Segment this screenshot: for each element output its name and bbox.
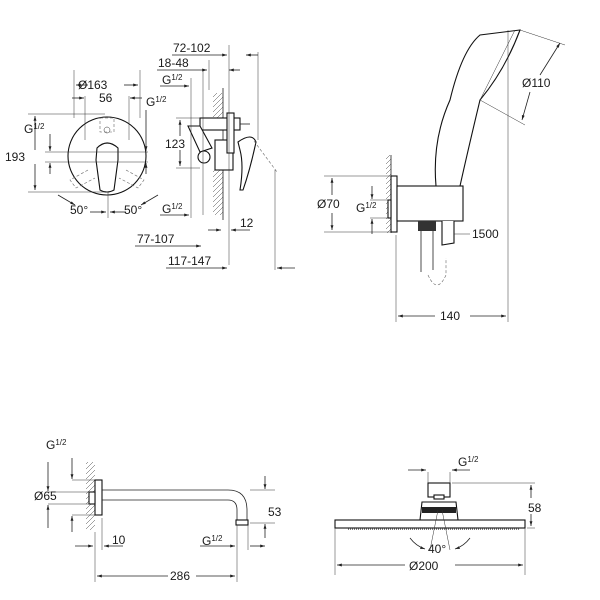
label-angle-right: 50° xyxy=(124,203,142,217)
wall-rosette xyxy=(390,175,398,233)
label-thread-outlet: G1/2 xyxy=(202,534,223,548)
label-width-56: 56 xyxy=(99,91,113,105)
hand-shower-handle xyxy=(434,29,521,187)
label-dia-65: Ø65 xyxy=(34,489,57,503)
label-thread: G1/2 xyxy=(356,201,377,215)
label-dia-110: Ø110 xyxy=(522,76,551,90)
label-thread: G1/2 xyxy=(458,455,479,469)
label-angle-left: 50° xyxy=(70,203,88,217)
mixer-front-view: Ø163 56 G1/2 G1/2 193 50° 50° xyxy=(5,70,167,218)
label-10: 10 xyxy=(112,533,126,547)
mixer-side-view: 72-102 18-48 G1/2 123 G1/2 12 77-107 117… xyxy=(135,41,295,270)
holder-bracket xyxy=(396,185,464,222)
shower-arm-pipe xyxy=(102,489,248,523)
label-72-102: 72-102 xyxy=(173,41,211,55)
outlet-fitting xyxy=(197,150,211,164)
label-53: 53 xyxy=(268,505,282,519)
arm-rosette xyxy=(94,479,103,516)
hose-nut xyxy=(418,221,436,231)
label-thread-top: G1/2 xyxy=(162,73,183,87)
label-height-58: 58 xyxy=(528,501,542,515)
label-angle-40: 40° xyxy=(428,542,446,556)
label-thread-left: G1/2 xyxy=(24,122,45,136)
label-286: 286 xyxy=(170,569,190,583)
label-depth-140: 140 xyxy=(440,309,460,323)
shower-arm-view: G1/2 Ø65 10 53 G1/2 286 xyxy=(34,438,282,583)
label-77-107: 77-107 xyxy=(137,232,175,246)
label-thread-bottom: G1/2 xyxy=(162,202,183,216)
label-18-48: 18-48 xyxy=(158,56,189,70)
label-117-147: 117-147 xyxy=(168,254,211,268)
wall-hatch xyxy=(386,155,391,233)
shower-plate xyxy=(334,519,526,529)
label-dia-200: Ø200 xyxy=(409,559,439,573)
wall-hatch-bottom xyxy=(213,170,223,215)
label-height-193: 193 xyxy=(5,150,25,164)
hand-shower-view: Ø110 Ø70 G1/2 1500 140 xyxy=(317,29,566,323)
label-hose-1500: 1500 xyxy=(472,227,499,241)
wall-hatch-top xyxy=(213,93,223,125)
label-dia-163: Ø163 xyxy=(78,78,108,92)
lever-handle xyxy=(95,142,119,193)
label-thread-right: G1/2 xyxy=(146,95,167,109)
head-shower-view: G1/2 58 40° Ø200 xyxy=(334,455,542,575)
cartridge-outline xyxy=(99,117,115,133)
label-dia-70: Ø70 xyxy=(317,197,340,211)
label-123: 123 xyxy=(165,137,185,151)
lever-side xyxy=(237,136,257,191)
label-thread-wall: G1/2 xyxy=(46,438,67,452)
label-12: 12 xyxy=(240,216,254,230)
